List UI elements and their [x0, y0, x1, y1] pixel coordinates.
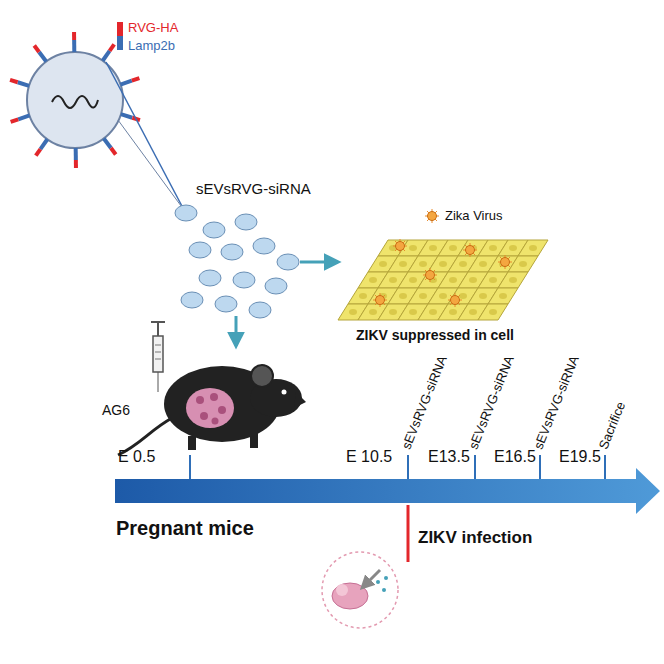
timeline-note: Sacrifice	[596, 400, 629, 452]
label: AG6	[102, 402, 130, 419]
legend-text: RVG-HA	[128, 20, 178, 36]
label: Zika Virus	[445, 208, 503, 224]
legend-swatch	[117, 36, 123, 50]
label: sEVsRVG-siRNA	[196, 180, 311, 198]
label: E 0.5	[118, 447, 155, 466]
label: ZIKV suppressed in cell	[356, 327, 514, 344]
arrow	[300, 261, 338, 264]
leader-line	[106, 62, 184, 210]
syringe	[151, 322, 165, 392]
timeline-note: sEVsRVG-siRNA	[531, 354, 583, 452]
legend-text: Lamp2b	[128, 38, 175, 54]
timeline-note: sEVsRVG-siRNA	[399, 354, 451, 452]
cell-sheet	[338, 240, 548, 320]
virus-icons	[373, 209, 512, 307]
legend-swatch	[117, 22, 123, 36]
vesicle-cluster	[175, 205, 299, 318]
arrow	[235, 316, 238, 346]
embryo-icon	[322, 552, 398, 628]
timeline-arrow	[115, 455, 660, 562]
label: E 10.5	[346, 447, 392, 466]
label: E16.5	[494, 447, 536, 466]
timeline-note: sEVsRVG-siRNA	[466, 354, 518, 452]
label: E19.5	[559, 447, 601, 466]
label: ZIKV infection	[418, 528, 532, 548]
label: Pregnant mice	[116, 516, 254, 540]
vesicle	[10, 32, 140, 168]
label: E13.5	[428, 447, 470, 466]
mouse	[118, 365, 306, 455]
leader-line	[118, 120, 184, 210]
